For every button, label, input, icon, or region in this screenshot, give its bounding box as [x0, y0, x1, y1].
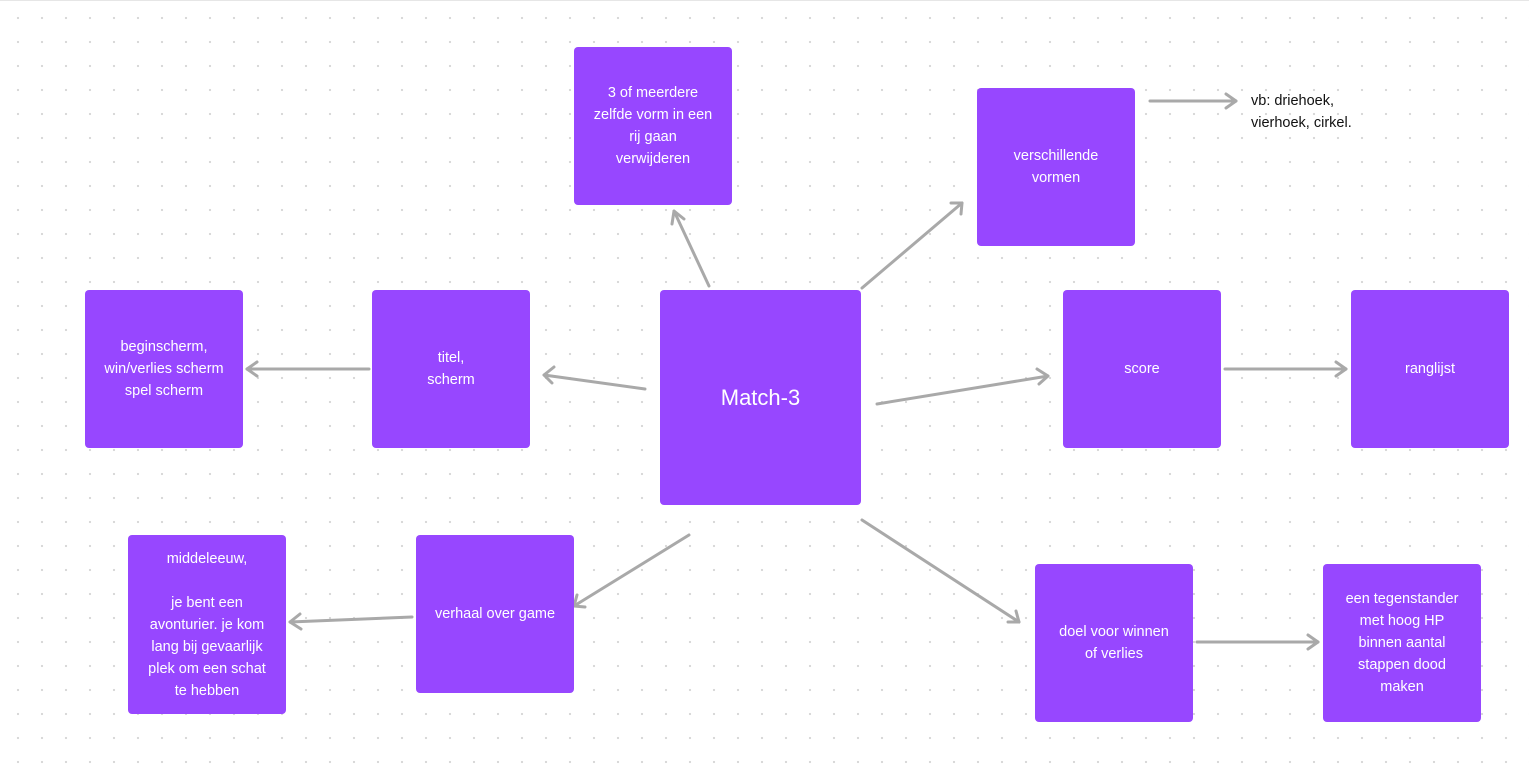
sticky-leaderboard[interactable]: ranglijst — [1351, 290, 1509, 448]
connector-central-to-goal — [860, 518, 1021, 624]
connector-goal-to-detail — [1195, 633, 1320, 651]
connector-score-to-leaderboard — [1223, 360, 1348, 378]
sticky-screens[interactable]: beginscherm, win/verlies scherm spel sch… — [85, 290, 243, 448]
connector-central-to-score — [875, 367, 1050, 406]
connector-central-to-shapes — [860, 201, 964, 290]
connector-central-to-remove-rule — [670, 209, 711, 288]
sticky-goal-detail[interactable]: een tegenstander met hoog HP binnen aant… — [1323, 564, 1481, 722]
connector-central-to-story — [572, 533, 691, 609]
canvas-top-border — [0, 0, 1529, 1]
connector-central-to-title-screen — [542, 365, 647, 391]
sticky-remove-rule[interactable]: 3 of meerdere zelfde vorm in een rij gaa… — [574, 47, 732, 205]
text-shapes-example[interactable]: vb: driehoek, vierhoek, cirkel. — [1251, 93, 1352, 131]
sticky-central-match3[interactable]: Match-3 — [660, 290, 861, 505]
sticky-title-screen[interactable]: titel, scherm — [372, 290, 530, 448]
connector-shapes-to-example — [1148, 92, 1238, 110]
sticky-goal[interactable]: doel voor winnen of verlies — [1035, 564, 1193, 722]
sticky-shapes[interactable]: verschillende vormen — [977, 88, 1135, 246]
connector-story-to-detail — [288, 612, 414, 631]
sticky-story[interactable]: verhaal over game — [416, 535, 574, 693]
sticky-story-detail[interactable]: middeleeuw, je bent een avonturier. je k… — [128, 535, 286, 714]
connector-title-to-screens — [245, 360, 371, 378]
sticky-score[interactable]: score — [1063, 290, 1221, 448]
